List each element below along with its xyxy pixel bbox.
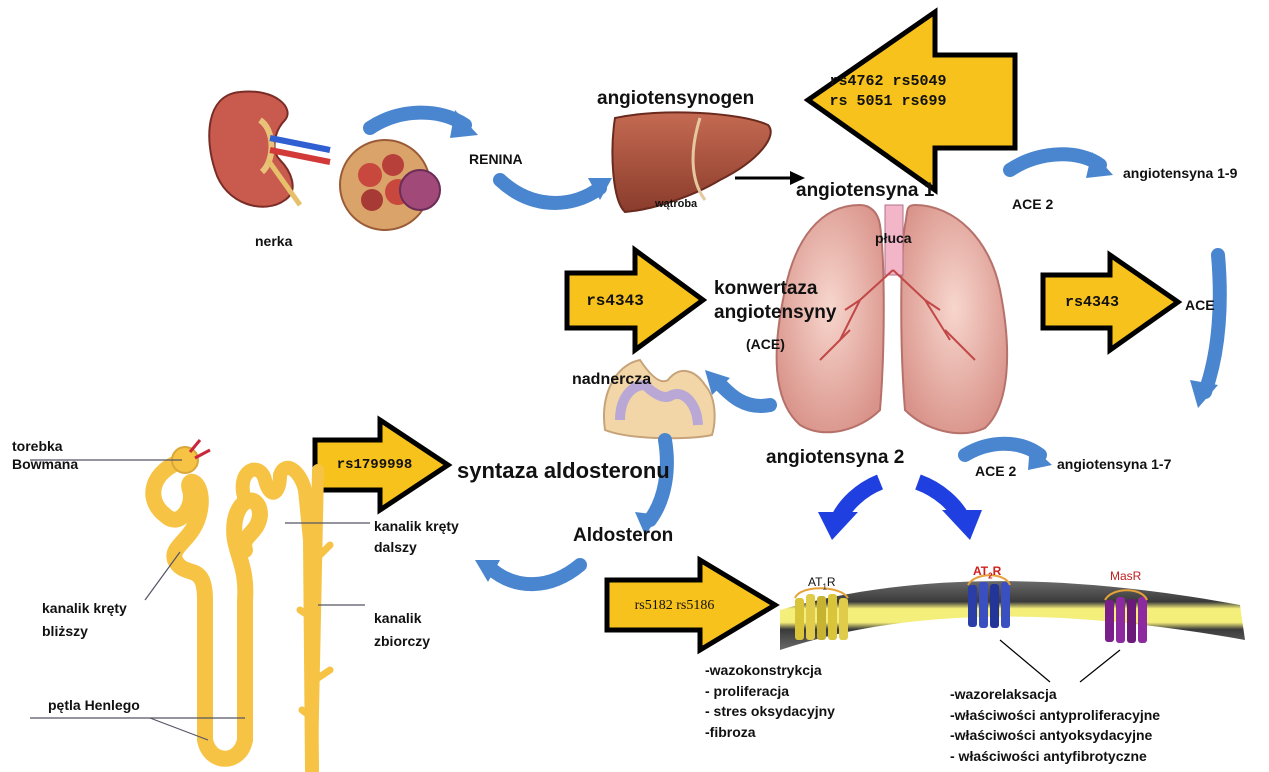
nephron-illustration xyxy=(153,460,330,770)
ace-right-down-arrow xyxy=(1205,255,1220,392)
at1r-effect-item: - stres oksydacyjny xyxy=(705,701,835,722)
angiotensyna17-label: angiotensyna 1-7 xyxy=(1057,456,1171,472)
kanalik-dalszy-label-line1: kanalik kręty xyxy=(374,518,459,534)
snp-agt-text: rs4762 rs5049 rs 5051 rs699 xyxy=(818,72,958,113)
at2r-effect-item: -wazorelaksacja xyxy=(950,684,1160,705)
angiotensyna1-label: angiotensyna 1 xyxy=(796,180,934,202)
ace-paren-label: (ACE) xyxy=(746,336,785,352)
snp-ace-right-text: rs4343 xyxy=(1052,293,1132,313)
kanalik-zbiorczy-label-line2: zbiorczy xyxy=(374,633,430,649)
ace2-top-flow-arrow xyxy=(1010,154,1100,170)
cell-membrane xyxy=(780,581,1245,650)
kanalik-dalszy-label-line2: dalszy xyxy=(374,539,417,555)
pluca-label: płuca xyxy=(875,230,912,246)
masr-label: MasR xyxy=(1110,570,1141,584)
ace-right-label: ACE xyxy=(1185,297,1215,313)
kanalik-blizszy-label-line2: bliższy xyxy=(42,623,88,639)
kidney-flow-arrow xyxy=(370,113,465,128)
at2r-effect-item: -właściwości antyoksydacyjne xyxy=(950,725,1160,746)
syntaza-label: syntaza aldosteronu xyxy=(457,458,670,483)
receptor-effect-lines xyxy=(1000,640,1120,682)
snp-ace-left-text: rs4343 xyxy=(575,291,655,313)
at2r-label: AT2R xyxy=(973,565,1001,581)
at2r-effects-list: -wazorelaksacja -właściwości antyprolife… xyxy=(950,684,1160,767)
konwertaza-label: konwertaza xyxy=(714,278,817,300)
lung-to-adrenal-arrow xyxy=(718,382,770,406)
ace2-bottom-label: ACE 2 xyxy=(975,463,1016,479)
at1r-effect-item: -wazokonstrykcja xyxy=(705,660,835,681)
angiotensyna2-label: angiotensyna 2 xyxy=(766,447,904,469)
angiotensynogen-label: angiotensynogen xyxy=(597,88,754,110)
nadnercza-label: nadnercza xyxy=(572,371,651,389)
kidney-illustration xyxy=(209,91,330,206)
renin-flow-arrow xyxy=(500,180,600,203)
aldosteron-to-nephron-arrow xyxy=(490,565,580,584)
kanalik-blizszy-label-line1: kanalik kręty xyxy=(42,600,127,616)
petla-henlego-label: pętla Henlego xyxy=(48,697,140,713)
torebka-label-line2: Bowmana xyxy=(12,456,78,472)
ace2-bottom-flow-arrow xyxy=(965,444,1040,455)
at1r-effect-item: - proliferacja xyxy=(705,681,835,702)
receptor-arrows xyxy=(838,482,962,520)
snp-agtr1-text: rs5182 rs5186 xyxy=(612,597,737,616)
ace2-top-label: ACE 2 xyxy=(1012,196,1053,212)
at2r-effect-item: - właściwości antyfibrotyczne xyxy=(950,746,1160,767)
renina-label: RENINA xyxy=(469,151,523,167)
at1r-effects-list: -wazokonstrykcja - proliferacja - stres … xyxy=(705,660,835,743)
watroba-label: wątroba xyxy=(655,198,697,211)
angiotensyna19-label: angiotensyna 1-9 xyxy=(1123,165,1237,181)
at1r-effect-item: -fibroza xyxy=(705,722,835,743)
receptor-arrow-heads xyxy=(818,510,982,540)
at2r-effect-item: -właściwości antyproliferacyjne xyxy=(950,705,1160,726)
at1r-label: AT1R xyxy=(808,576,836,592)
torebka-label-line1: torebka xyxy=(12,438,63,454)
aldosteron-label: Aldosteron xyxy=(573,525,673,547)
kanalik-zbiorczy-label-line1: kanalik xyxy=(374,610,421,626)
nerka-label: nerka xyxy=(255,233,292,249)
angiotensyny-label: angiotensyny xyxy=(714,302,836,324)
snp-cyp11b2-text: rs1799998 xyxy=(322,456,427,475)
glomerulus-illustration xyxy=(340,140,440,230)
